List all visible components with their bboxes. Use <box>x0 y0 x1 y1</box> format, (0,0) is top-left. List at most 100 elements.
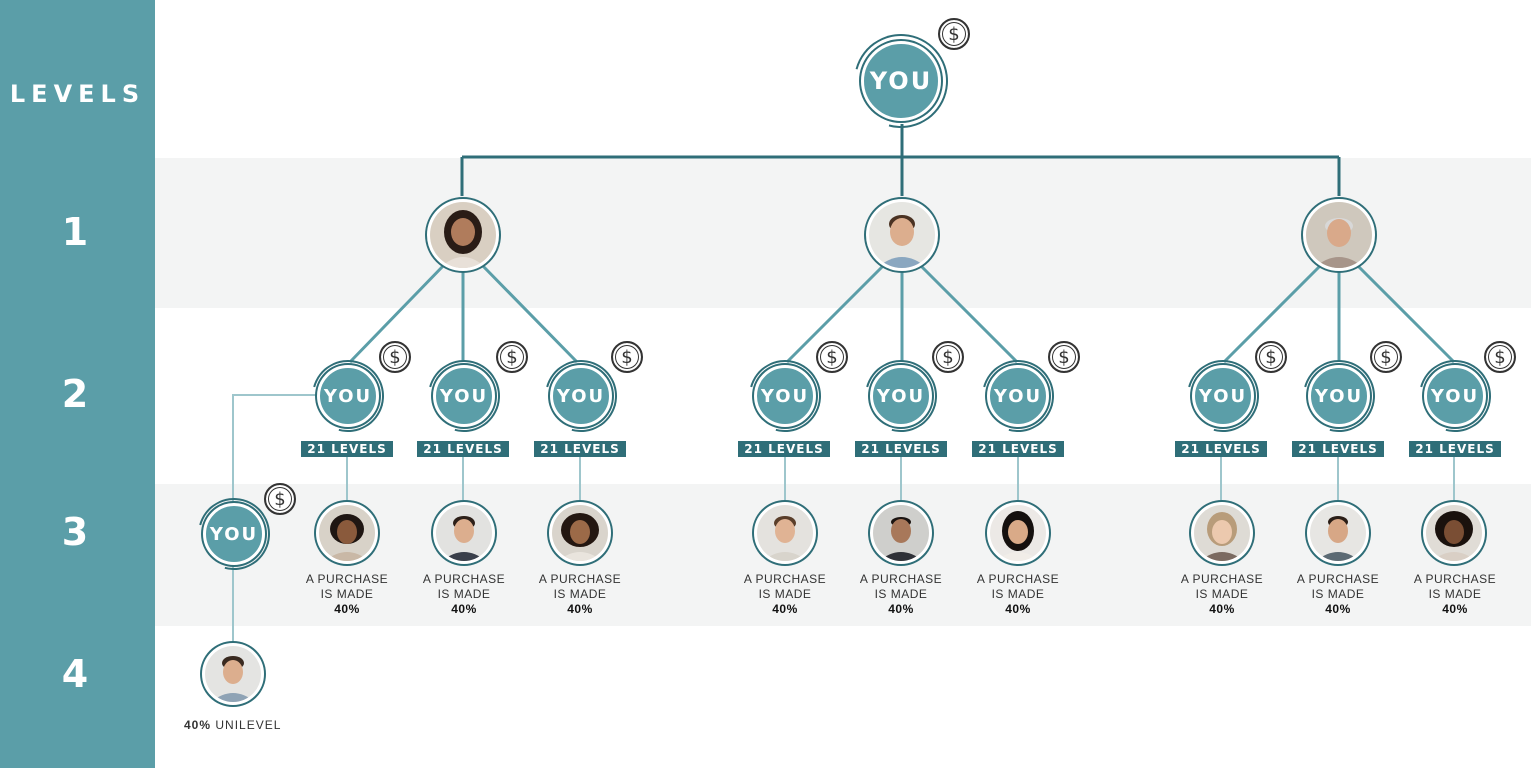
levels-tag: 21 LEVELS <box>1409 441 1501 457</box>
level3-member <box>1307 502 1369 564</box>
dollar-icon: $ <box>1255 341 1287 373</box>
caption-line: A PURCHASE <box>305 572 389 586</box>
avatar <box>205 646 261 702</box>
avatar <box>1306 202 1372 268</box>
you-label: YOU <box>760 385 810 407</box>
avatar <box>1194 505 1250 561</box>
dollar-icon: $ <box>932 341 964 373</box>
avatar <box>990 505 1046 561</box>
level4-member <box>202 643 264 705</box>
level3-member <box>316 502 378 564</box>
avatar <box>319 505 375 561</box>
levels-sidebar: LEVELS 1 2 3 4 <box>0 0 155 768</box>
you-label: YOU <box>993 385 1043 407</box>
levels-tag: 21 LEVELS <box>972 441 1064 457</box>
you-label: YOU <box>1430 385 1480 407</box>
caption-percent: 40% <box>1005 602 1031 616</box>
unilevel-percent: 40% <box>184 718 212 732</box>
level2-you-node: YOU <box>870 365 932 427</box>
you-label: YOU <box>556 385 606 407</box>
caption-line: A PURCHASE <box>538 572 622 586</box>
level3-member <box>549 502 611 564</box>
levels-tag: 21 LEVELS <box>855 441 947 457</box>
caption-percent: 40% <box>1442 602 1468 616</box>
level2-you-node: YOU <box>1192 365 1254 427</box>
caption-line: IS MADE <box>1428 587 1482 601</box>
dollar-icon: $ <box>1484 341 1516 373</box>
avatar <box>430 202 496 268</box>
dollar-icon: $ <box>816 341 848 373</box>
level3-member <box>1191 502 1253 564</box>
you-label: YOU <box>1314 385 1364 407</box>
you-label: YOU <box>323 385 373 407</box>
caption-line: IS MADE <box>437 587 491 601</box>
caption-percent: 40% <box>1325 602 1351 616</box>
level2-you-node: YOU <box>1308 365 1370 427</box>
caption-line: IS MADE <box>758 587 812 601</box>
caption-line: A PURCHASE <box>1413 572 1497 586</box>
avatar <box>552 505 608 561</box>
caption-line: IS MADE <box>320 587 374 601</box>
caption-percent: 40% <box>451 602 477 616</box>
caption-line: IS MADE <box>553 587 607 601</box>
level3-you-node: YOU <box>203 503 265 565</box>
caption-line: IS MADE <box>991 587 1045 601</box>
caption-line: A PURCHASE <box>859 572 943 586</box>
level2-you-node: YOU <box>1424 365 1486 427</box>
avatar <box>1426 505 1482 561</box>
levels-tag: 21 LEVELS <box>1175 441 1267 457</box>
unilevel-caption: 40% UNILEVEL <box>184 718 281 732</box>
level-3-band <box>155 484 1531 626</box>
level2-you-node: YOU <box>550 365 612 427</box>
caption-line: A PURCHASE <box>422 572 506 586</box>
level-number-3: 3 <box>61 510 89 554</box>
avatar <box>869 202 935 268</box>
caption-percent: 40% <box>888 602 914 616</box>
dollar-icon: $ <box>1048 341 1080 373</box>
dollar-icon: $ <box>938 18 970 50</box>
avatar <box>757 505 813 561</box>
level3-member <box>987 502 1049 564</box>
levels-tag: 21 LEVELS <box>534 441 626 457</box>
dollar-icon: $ <box>611 341 643 373</box>
dollar-icon: $ <box>379 341 411 373</box>
level2-you-node: YOU <box>433 365 495 427</box>
caption-line: A PURCHASE <box>976 572 1060 586</box>
level-number-2: 2 <box>61 372 89 416</box>
caption-line: A PURCHASE <box>743 572 827 586</box>
level3-member <box>870 502 932 564</box>
level-number-4: 4 <box>61 652 89 696</box>
avatar <box>873 505 929 561</box>
level1-member-left <box>427 199 499 271</box>
caption-line: IS MADE <box>1311 587 1365 601</box>
you-label: YOU <box>439 385 489 407</box>
you-label: YOU <box>876 385 926 407</box>
you-label: YOU <box>209 523 259 545</box>
level2-you-node: YOU <box>317 365 379 427</box>
caption-line: A PURCHASE <box>1296 572 1380 586</box>
caption-line: A PURCHASE <box>1180 572 1264 586</box>
level3-member <box>433 502 495 564</box>
level2-you-node: YOU <box>754 365 816 427</box>
level2-you-node: YOU <box>987 365 1049 427</box>
caption-percent: 40% <box>772 602 798 616</box>
caption-line: IS MADE <box>874 587 928 601</box>
level1-member-middle <box>866 199 938 271</box>
level1-member-right <box>1303 199 1375 271</box>
dollar-icon: $ <box>264 483 296 515</box>
levels-title: LEVELS <box>9 80 146 108</box>
dollar-icon: $ <box>496 341 528 373</box>
levels-tag: 21 LEVELS <box>301 441 393 457</box>
levels-tag: 21 LEVELS <box>1292 441 1384 457</box>
root-you-node: YOU <box>861 41 941 121</box>
dollar-icon: $ <box>1370 341 1402 373</box>
avatar <box>1310 505 1366 561</box>
